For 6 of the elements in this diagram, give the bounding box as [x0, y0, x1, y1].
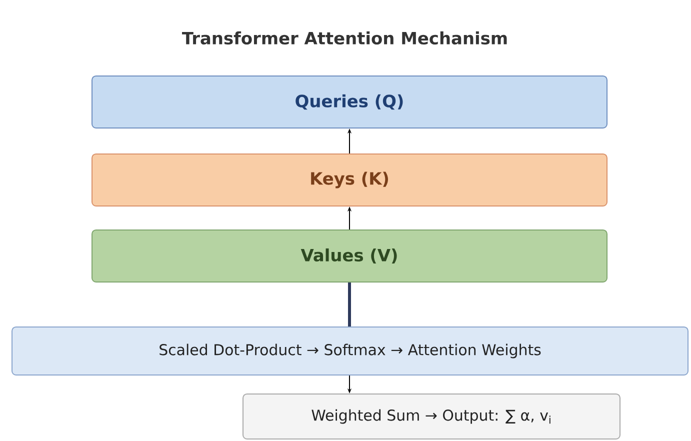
values-box: Values (V) — [92, 230, 608, 282]
output-box: Weighted Sum → Output: ∑ α, v$_{i}$ — [242, 394, 620, 440]
keys-box: Keys (K) — [92, 154, 608, 206]
title: Transformer Attention Mechanism — [182, 31, 507, 45]
queries-box: Queries (Q) — [92, 76, 608, 128]
process-band: Scaled Dot-Product → Softmax → Attention Weights — [12, 326, 688, 376]
